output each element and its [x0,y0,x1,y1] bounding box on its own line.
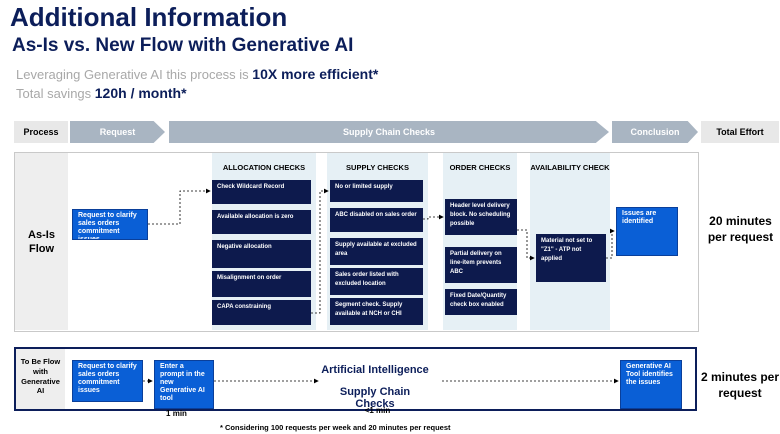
connector-allocation-to-supply [311,188,329,314]
header-supply-chain-checks: Supply Chain Checks [169,121,609,143]
as-is-conclusion-box: Issues are identified [616,207,678,256]
connector-request-to-allocation [148,188,211,225]
to-be-effort-line1: 2 minutes per [700,370,780,384]
savings-value: 120h / month* [94,85,187,101]
as-is-effort-line1: 20 minutes [709,214,772,228]
to-be-conclusion-box: Generative AI Tool identifies the issues [620,360,682,409]
to-be-label-line2: with [33,366,48,376]
ai-label-line2: Supply Chain Checks [339,386,411,410]
as-is-label-cell [15,153,68,330]
as-is-label-line2: Flow [28,243,55,256]
page-subtitle: As-Is vs. New Flow with Generative AI [12,35,354,56]
supply-check-item: Segment check. Supply available at NCH o… [330,298,423,325]
supply-checks-heading: SUPPLY CHECKS [346,163,409,172]
allocation-check-item: Check Wildcard Record [212,180,311,204]
as-is-total-effort: 20 minutes per request [701,213,780,245]
as-is-request-box: Request to clarify sales orders commitme… [72,209,148,240]
as-is-label-line1: As-Is [28,229,55,241]
efficiency-value: 10X more efficient* [252,66,379,82]
allocation-check-item: Misalignment on order [212,271,311,297]
page-title: Additional Information [10,2,288,32]
to-be-prompt-time: 1 min [166,409,187,418]
ai-time: <1 min [364,406,391,415]
header-conclusion: Conclusion [612,121,698,143]
to-be-label-line1: To Be Flow [20,357,61,366]
efficiency-prefix: Leveraging Generative AI this process is [16,67,253,82]
to-be-total-effort: 2 minutes per request [700,369,780,401]
supply-check-item: Sales order listed with excluded locatio… [330,268,423,295]
header-request: Request [70,121,165,143]
availability-check-item: Material not set to "Z1" - ATP not appli… [536,234,606,282]
allocation-check-item: CAPA constraining [212,300,311,325]
connector-supply-to-order [423,214,444,220]
footnote: * Considering 100 requests per week and … [220,423,451,432]
to-be-request-box: Request to clarify sales orders commitme… [72,360,143,402]
header-process: Process [14,121,68,143]
supply-check-item: ABC disabled on sales order [330,208,423,232]
savings-prefix: Total savings [16,86,95,101]
connector-availability-to-conclusion [606,228,615,259]
supply-check-item: Supply available at excluded area [330,238,423,265]
order-check-item: Header level delivery block. No scheduli… [445,199,517,235]
to-be-panel [14,347,697,411]
to-be-label-line4: AI [36,386,45,396]
as-is-effort-line2: per request [707,230,774,245]
efficiency-statement: Leveraging Generative AI this process is… [16,66,378,82]
header-total-effort: Total Effort [701,121,779,143]
connector-order-to-availability [517,229,535,261]
order-checks-heading: ORDER CHECKS [449,163,511,172]
to-be-prompt-box: Enter a prompt in the new Generative AI … [154,360,214,409]
ai-label-line1: Artificial Intelligence [321,364,429,376]
to-be-effort-line2: request [718,386,762,401]
allocation-check-item: Available allocation is zero [212,210,311,234]
savings-statement: Total savings 120h / month* [16,85,187,101]
allocation-check-item: Negative allocation [212,240,311,268]
order-check-item: Fixed Date/Quantity check box enabled [445,289,517,315]
availability-check-heading: AVAILABILITY CHECK [530,163,610,172]
to-be-label-line3: Generative [21,376,60,386]
allocation-checks-heading: ALLOCATION CHECKS [222,163,306,172]
supply-check-item: No or limited supply [330,180,423,202]
order-check-item: Partial delivery on line-item prevents A… [445,247,517,283]
to-be-label-cell [16,349,65,409]
